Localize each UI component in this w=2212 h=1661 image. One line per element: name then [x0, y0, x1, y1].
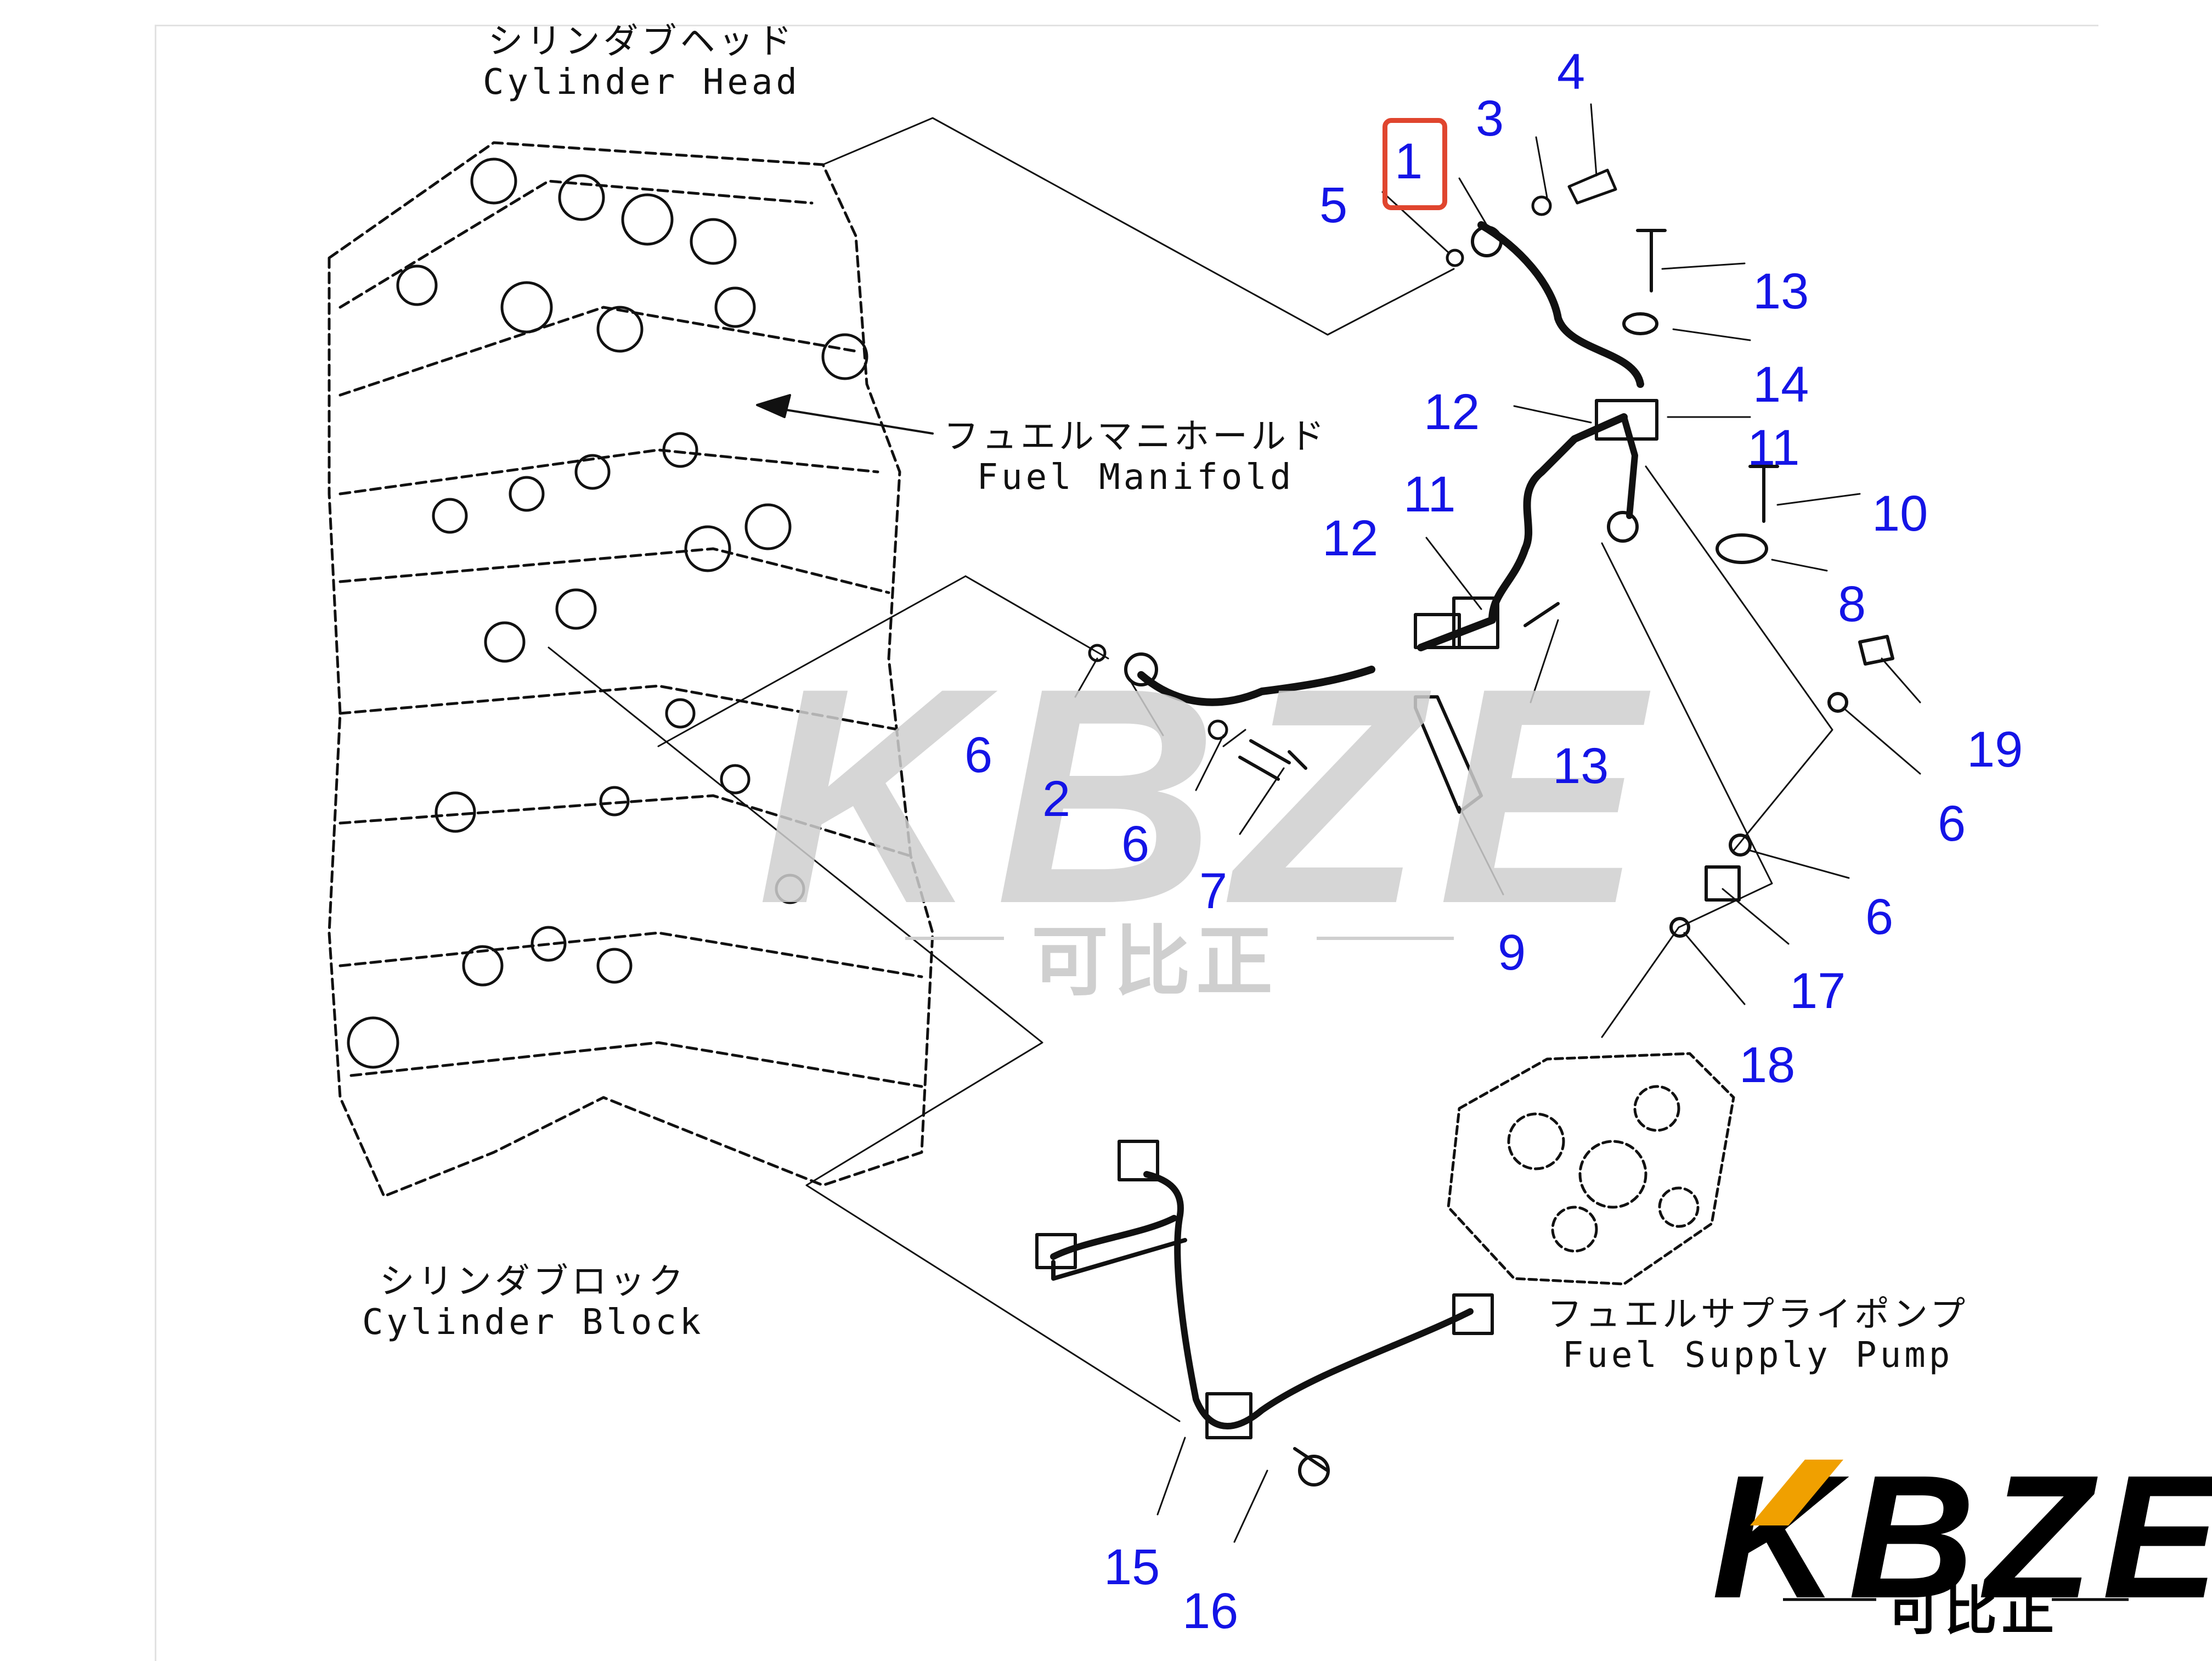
pipe-2: [1137, 666, 1375, 706]
engine-bosses: [347, 157, 868, 1069]
callout-2: 2: [1042, 771, 1071, 827]
cylinder-head-label: シリンダブヘッド Cylinder Head: [483, 21, 800, 103]
fuel-pump-en: Fuel Supply Pump: [1562, 1335, 1954, 1376]
callout-1: 1: [1395, 133, 1423, 189]
callout-6c: 6: [1938, 796, 1966, 852]
callout-12a: 12: [1424, 384, 1480, 440]
watermark-cn: 可比正: [1031, 917, 1279, 1007]
watermark-brand: KBZE: [757, 624, 1660, 967]
callout-9: 9: [1498, 925, 1526, 981]
manifold-arrow: [761, 405, 934, 435]
callout-12b: 12: [1322, 510, 1379, 566]
callout-4: 4: [1557, 44, 1585, 100]
callout-13b: 13: [1553, 738, 1609, 794]
brand-logo-cn: 可比正: [1887, 1580, 2058, 1642]
fuel-pump-jp: フュエルサプライポンプ: [1547, 1294, 1969, 1335]
pipe-15: [1143, 1171, 1474, 1429]
fuel-manifold-en: Fuel Manifold: [977, 457, 1295, 498]
callout-3: 3: [1476, 91, 1504, 147]
callout-19: 19: [1967, 722, 2023, 778]
cylinder-block-jp: シリンダブロック: [379, 1262, 687, 1302]
callout-18: 18: [1739, 1037, 1796, 1093]
callout-10: 10: [1872, 486, 1928, 542]
fuel-pump-sketch: [1447, 1052, 1735, 1286]
cylinder-block-label: シリンダブロック Cylinder Block: [362, 1262, 704, 1343]
head-leader: [822, 117, 1455, 336]
callout-6a: 6: [964, 727, 993, 783]
bracket-9: [1414, 695, 1483, 814]
cylinder-block-en: Cylinder Block: [362, 1302, 704, 1343]
callout-16: 16: [1182, 1583, 1239, 1639]
highlight-box: [1383, 118, 1447, 210]
cylinder-head-en: Cylinder Head: [483, 61, 800, 103]
callout-7: 7: [1199, 863, 1228, 919]
callout-11a: 11: [1747, 420, 1800, 476]
engine-block-sketch: [328, 141, 934, 1198]
fuel-manifold-jp: フュエルマニホールド: [944, 416, 1328, 457]
fuel-manifold-label: フュエルマニホールド Fuel Manifold: [944, 416, 1328, 498]
callout-15: 15: [1104, 1539, 1160, 1595]
callout-6b: 6: [1121, 816, 1150, 872]
callout-17: 17: [1790, 963, 1846, 1019]
callout-6d: 6: [1865, 889, 1894, 945]
callout-13a: 13: [1753, 263, 1809, 319]
callout-5: 5: [1319, 177, 1348, 233]
callout-11b: 11: [1403, 466, 1456, 522]
fuel-pump-label: フュエルサプライポンプ Fuel Supply Pump: [1547, 1294, 1969, 1376]
pipe-1: [1477, 221, 1644, 388]
callout-8: 8: [1838, 576, 1866, 632]
cylinder-head-jp: シリンダブヘッド: [488, 21, 795, 62]
callout-14: 14: [1753, 357, 1809, 413]
